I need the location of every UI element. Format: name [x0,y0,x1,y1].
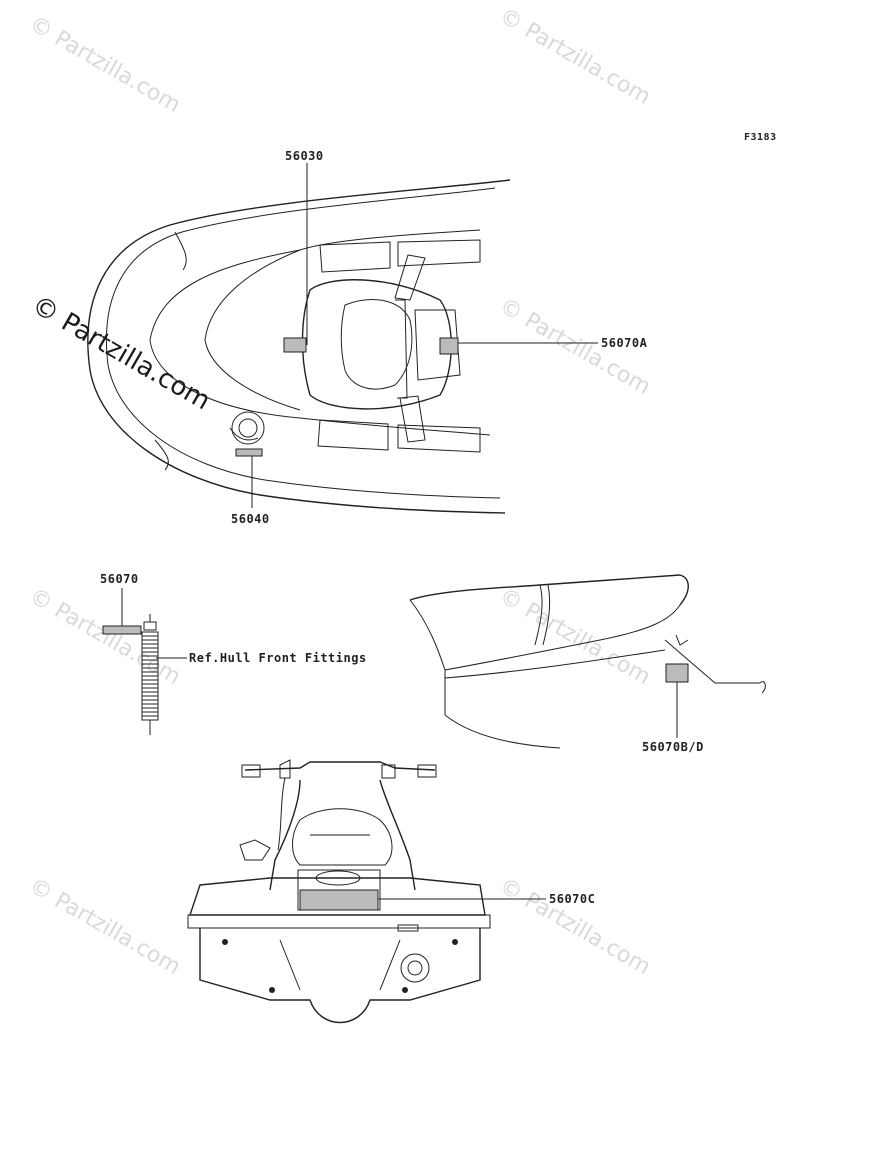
watermark-dark: © Partzilla.com [27,290,216,416]
callout-56070c: 56070C [549,892,595,906]
fitting-ribs [142,635,158,717]
decal-56040 [235,448,263,457]
decal-56070c [299,889,379,911]
watermark: © Partzilla.com [495,874,655,981]
watermark: © Partzilla.com [25,874,185,981]
callout-56030: 56030 [285,149,324,163]
side-view-illustration [409,574,766,749]
callout-56070a: 56070A [601,336,648,350]
watermark: © Partzilla.com [25,584,185,691]
front-fitting-illustration [102,614,159,735]
rear-view-illustration [187,759,491,1024]
top-view-illustration [87,179,511,514]
watermark: © Partzilla.com [25,12,185,119]
callout-ref-hull-front-fittings: Ref.Hull Front Fittings [189,651,367,665]
watermark: © Partzilla.com [495,4,655,111]
decal-56030 [283,337,307,353]
watermark: © Partzilla.com [495,584,655,691]
callout-56070: 56070 [100,572,139,586]
watermarks: © Partzilla.com © Partzilla.com © Partzi… [25,4,655,981]
decal-56070 [102,625,142,635]
decal-56070a [439,337,459,355]
decal-56070b-d [665,663,689,683]
figure-id: F3183 [744,132,777,143]
callout-56040: 56040 [231,512,270,526]
callout-56070b-d: 56070B/D [642,740,704,754]
